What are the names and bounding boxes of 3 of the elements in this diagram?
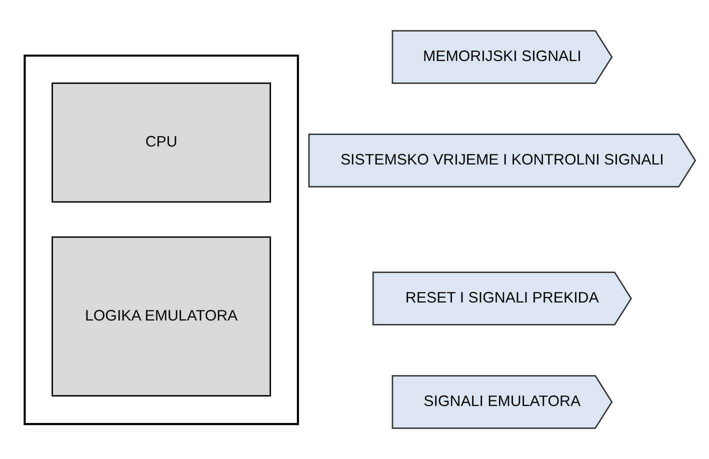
- node-box: CPU: [52, 82, 272, 203]
- cluster: [24, 54, 299, 426]
- node-box: LOGIKA EMULATORA: [52, 236, 272, 396]
